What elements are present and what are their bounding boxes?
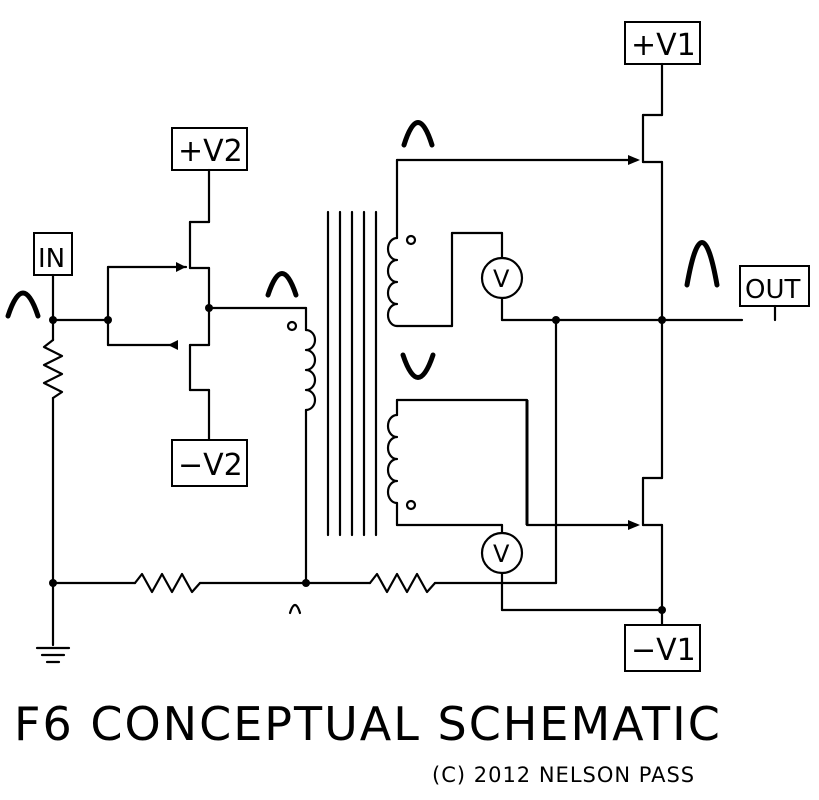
minus-v2-box bbox=[171, 439, 248, 487]
copyright-credit: (C) 2012 NELSON PASS bbox=[432, 763, 695, 787]
schematic-title: F6 CONCEPTUAL SCHEMATIC bbox=[14, 697, 722, 751]
plus-v1-box bbox=[624, 21, 701, 65]
waveform-upper-icon bbox=[401, 120, 435, 148]
input-resistor bbox=[42, 338, 64, 400]
transformer-secondary-lower: V bbox=[386, 352, 664, 612]
minus-v2-label: −V2 bbox=[178, 448, 243, 483]
waveform-output-icon bbox=[684, 240, 720, 288]
voltmeter-upper-label: V bbox=[493, 265, 510, 293]
out-label-box bbox=[739, 265, 810, 307]
feedback-resistor-left bbox=[133, 572, 202, 594]
in-label: IN bbox=[38, 244, 65, 274]
output-stage: +V1 −V1 OUT bbox=[624, 21, 810, 672]
driver-stage: +V2 −V2 bbox=[104, 127, 308, 487]
feedback-resistor-right bbox=[368, 572, 437, 594]
waveform-primary-icon bbox=[265, 271, 299, 298]
input-section: IN bbox=[5, 232, 110, 664]
waveform-input-icon bbox=[5, 290, 41, 319]
plus-v2-label: +V2 bbox=[178, 134, 243, 169]
transformer-secondary-upper: V bbox=[386, 120, 744, 328]
waveform-node-icon bbox=[288, 603, 302, 615]
minus-v1-box bbox=[624, 624, 701, 672]
transformer-primary bbox=[265, 271, 317, 615]
voltmeter-lower-label: V bbox=[493, 540, 510, 568]
transformer-core bbox=[326, 210, 378, 537]
minus-v1-label: −V1 bbox=[631, 633, 696, 668]
out-label: OUT bbox=[745, 275, 800, 305]
ground-symbol bbox=[35, 646, 71, 664]
plus-v1-label: +V1 bbox=[631, 28, 696, 63]
feedback-network bbox=[49, 572, 558, 594]
waveform-lower-icon bbox=[400, 352, 436, 380]
